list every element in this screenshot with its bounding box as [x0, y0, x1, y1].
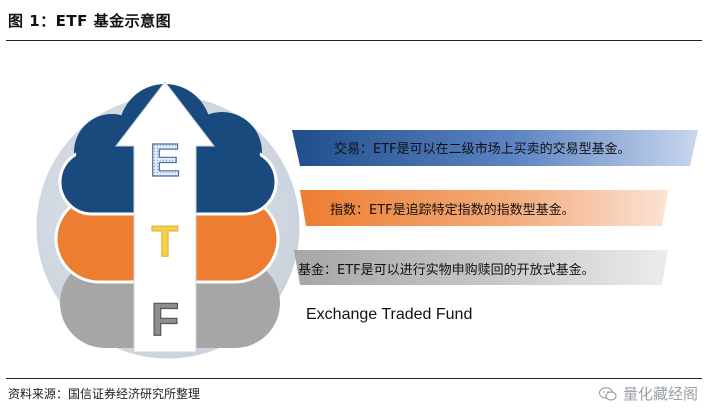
etf-full-name: Exchange Traded Fund: [306, 306, 473, 323]
banner-index: [300, 190, 668, 226]
bottom-rule: [6, 378, 702, 379]
letter-e: E: [150, 134, 181, 186]
letter-f: F: [151, 293, 179, 345]
source-note: 资料来源：国信证券经济研究所整理: [8, 387, 201, 401]
watermark: 量化藏经阁: [598, 383, 698, 404]
banner-trade-text: 交易：ETF是可以在二级市场上买卖的交易型基金。: [334, 142, 631, 157]
banner-fund-text: 基金：ETF是可以进行实物申购赎回的开放式基金。: [298, 263, 595, 278]
up-arrow: [114, 81, 216, 353]
banner-index-text: 指数：ETF是追踪特定指数的指数型基金。: [330, 203, 575, 218]
wechat-icon: [598, 386, 617, 401]
banner-fund: [294, 250, 668, 285]
top-rule: [6, 40, 702, 41]
watermark-text: 量化藏经阁: [622, 385, 698, 403]
figure-title: 图 1：ETF 基金示意图: [8, 12, 172, 30]
banner-trade: [292, 130, 698, 166]
letter-t: T: [152, 217, 179, 266]
